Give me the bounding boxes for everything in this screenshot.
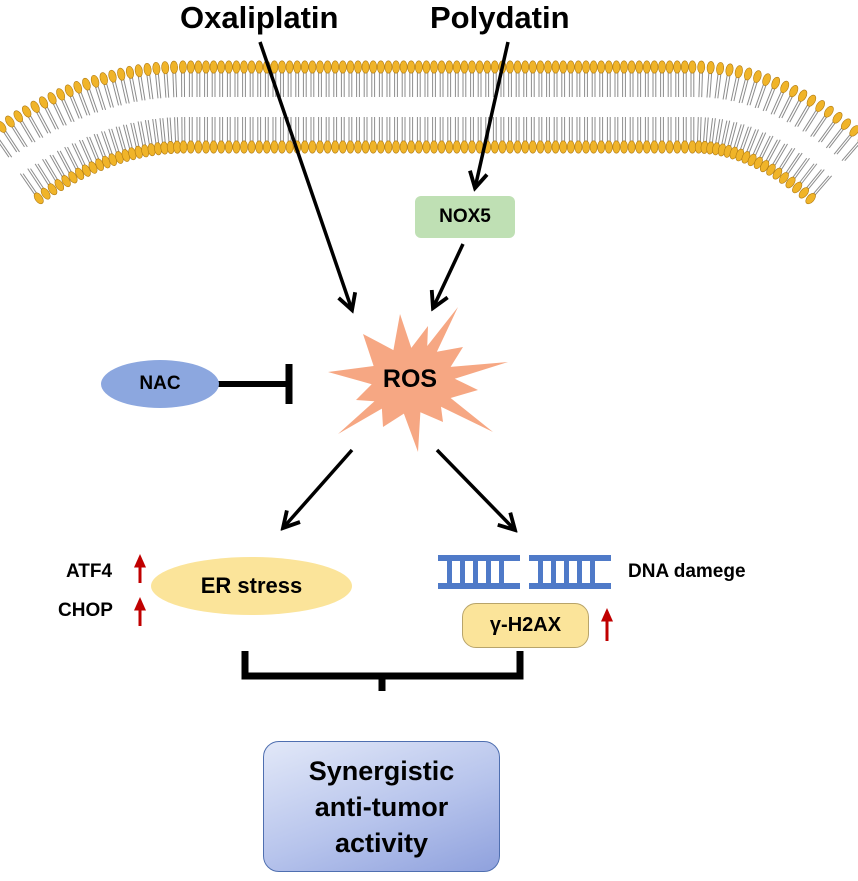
nac-label: NAC [139, 373, 181, 394]
ros-burst [328, 307, 508, 452]
merge-bracket [241, 651, 524, 691]
oxaliplatin-label: Oxaliplatin [180, 0, 339, 35]
dna-damage-label: DNA damege [628, 561, 746, 582]
outcome-box: Synergistic anti-tumor activity [263, 741, 500, 872]
outcome-line-2: anti-tumor [314, 791, 449, 822]
nox5-label: NOX5 [439, 206, 491, 227]
arrow-polydatin-nox5 [475, 41, 510, 188]
h2ax-node: γ-H2AX [462, 603, 589, 648]
outcome-line-3: activity [334, 827, 429, 858]
chop-label: CHOP [58, 600, 113, 621]
dna-damage-icon [438, 555, 611, 589]
arrow-nox5-ros [433, 243, 465, 308]
outcome-line-1: Synergistic [308, 755, 455, 786]
ros-label: ROS [382, 365, 438, 393]
er-stress-node: ER stress [151, 557, 352, 615]
er-stress-label: ER stress [200, 573, 303, 598]
cell-membrane [0, 60, 858, 205]
nac-node: NAC [101, 360, 219, 408]
h2ax-label: γ-H2AX [489, 614, 562, 636]
arrow-ros-er-stress [283, 448, 354, 528]
polydatin-label: Polydatin [430, 0, 570, 35]
atf4-label: ATF4 [66, 561, 113, 582]
arrow-ros-dna-damage [435, 448, 515, 530]
arrow-oxaliplatin-ros [258, 41, 352, 310]
nox5-node: NOX5 [415, 196, 515, 238]
